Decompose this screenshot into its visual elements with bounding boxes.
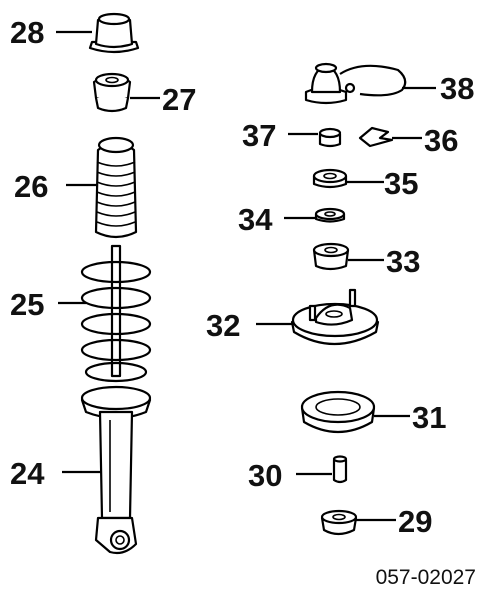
label-28: 28: [10, 15, 44, 50]
label-25: 25: [10, 287, 44, 322]
part-30-drawing: [332, 455, 348, 484]
part-34-drawing: [314, 207, 346, 223]
part-37-drawing: [318, 127, 342, 148]
part-28-drawing: [88, 12, 140, 54]
part-26-drawing: [94, 136, 138, 239]
part-36-drawing: [358, 126, 394, 148]
part-31-drawing: [300, 390, 376, 433]
part-24-25-drawing: [80, 244, 152, 555]
label-38: 38: [440, 71, 474, 106]
label-30: 30: [248, 458, 282, 493]
label-26: 26: [14, 169, 48, 204]
label-24: 24: [10, 456, 45, 491]
part-38-drawing: [304, 62, 407, 105]
label-36: 36: [424, 123, 458, 158]
part-27-drawing: [92, 72, 132, 113]
part-35-drawing: [312, 168, 348, 189]
label-33: 33: [386, 244, 420, 279]
label-34: 34: [238, 202, 273, 237]
part-29-drawing: [320, 509, 358, 536]
part-32-drawing: [290, 288, 380, 346]
label-31: 31: [412, 400, 446, 435]
label-35: 35: [384, 166, 418, 201]
part-33-drawing: [312, 242, 350, 271]
label-32: 32: [206, 308, 240, 343]
label-37: 37: [242, 118, 276, 153]
label-27: 27: [162, 82, 196, 117]
label-29: 29: [398, 504, 432, 539]
diagram-code: 057-02027: [376, 566, 476, 589]
